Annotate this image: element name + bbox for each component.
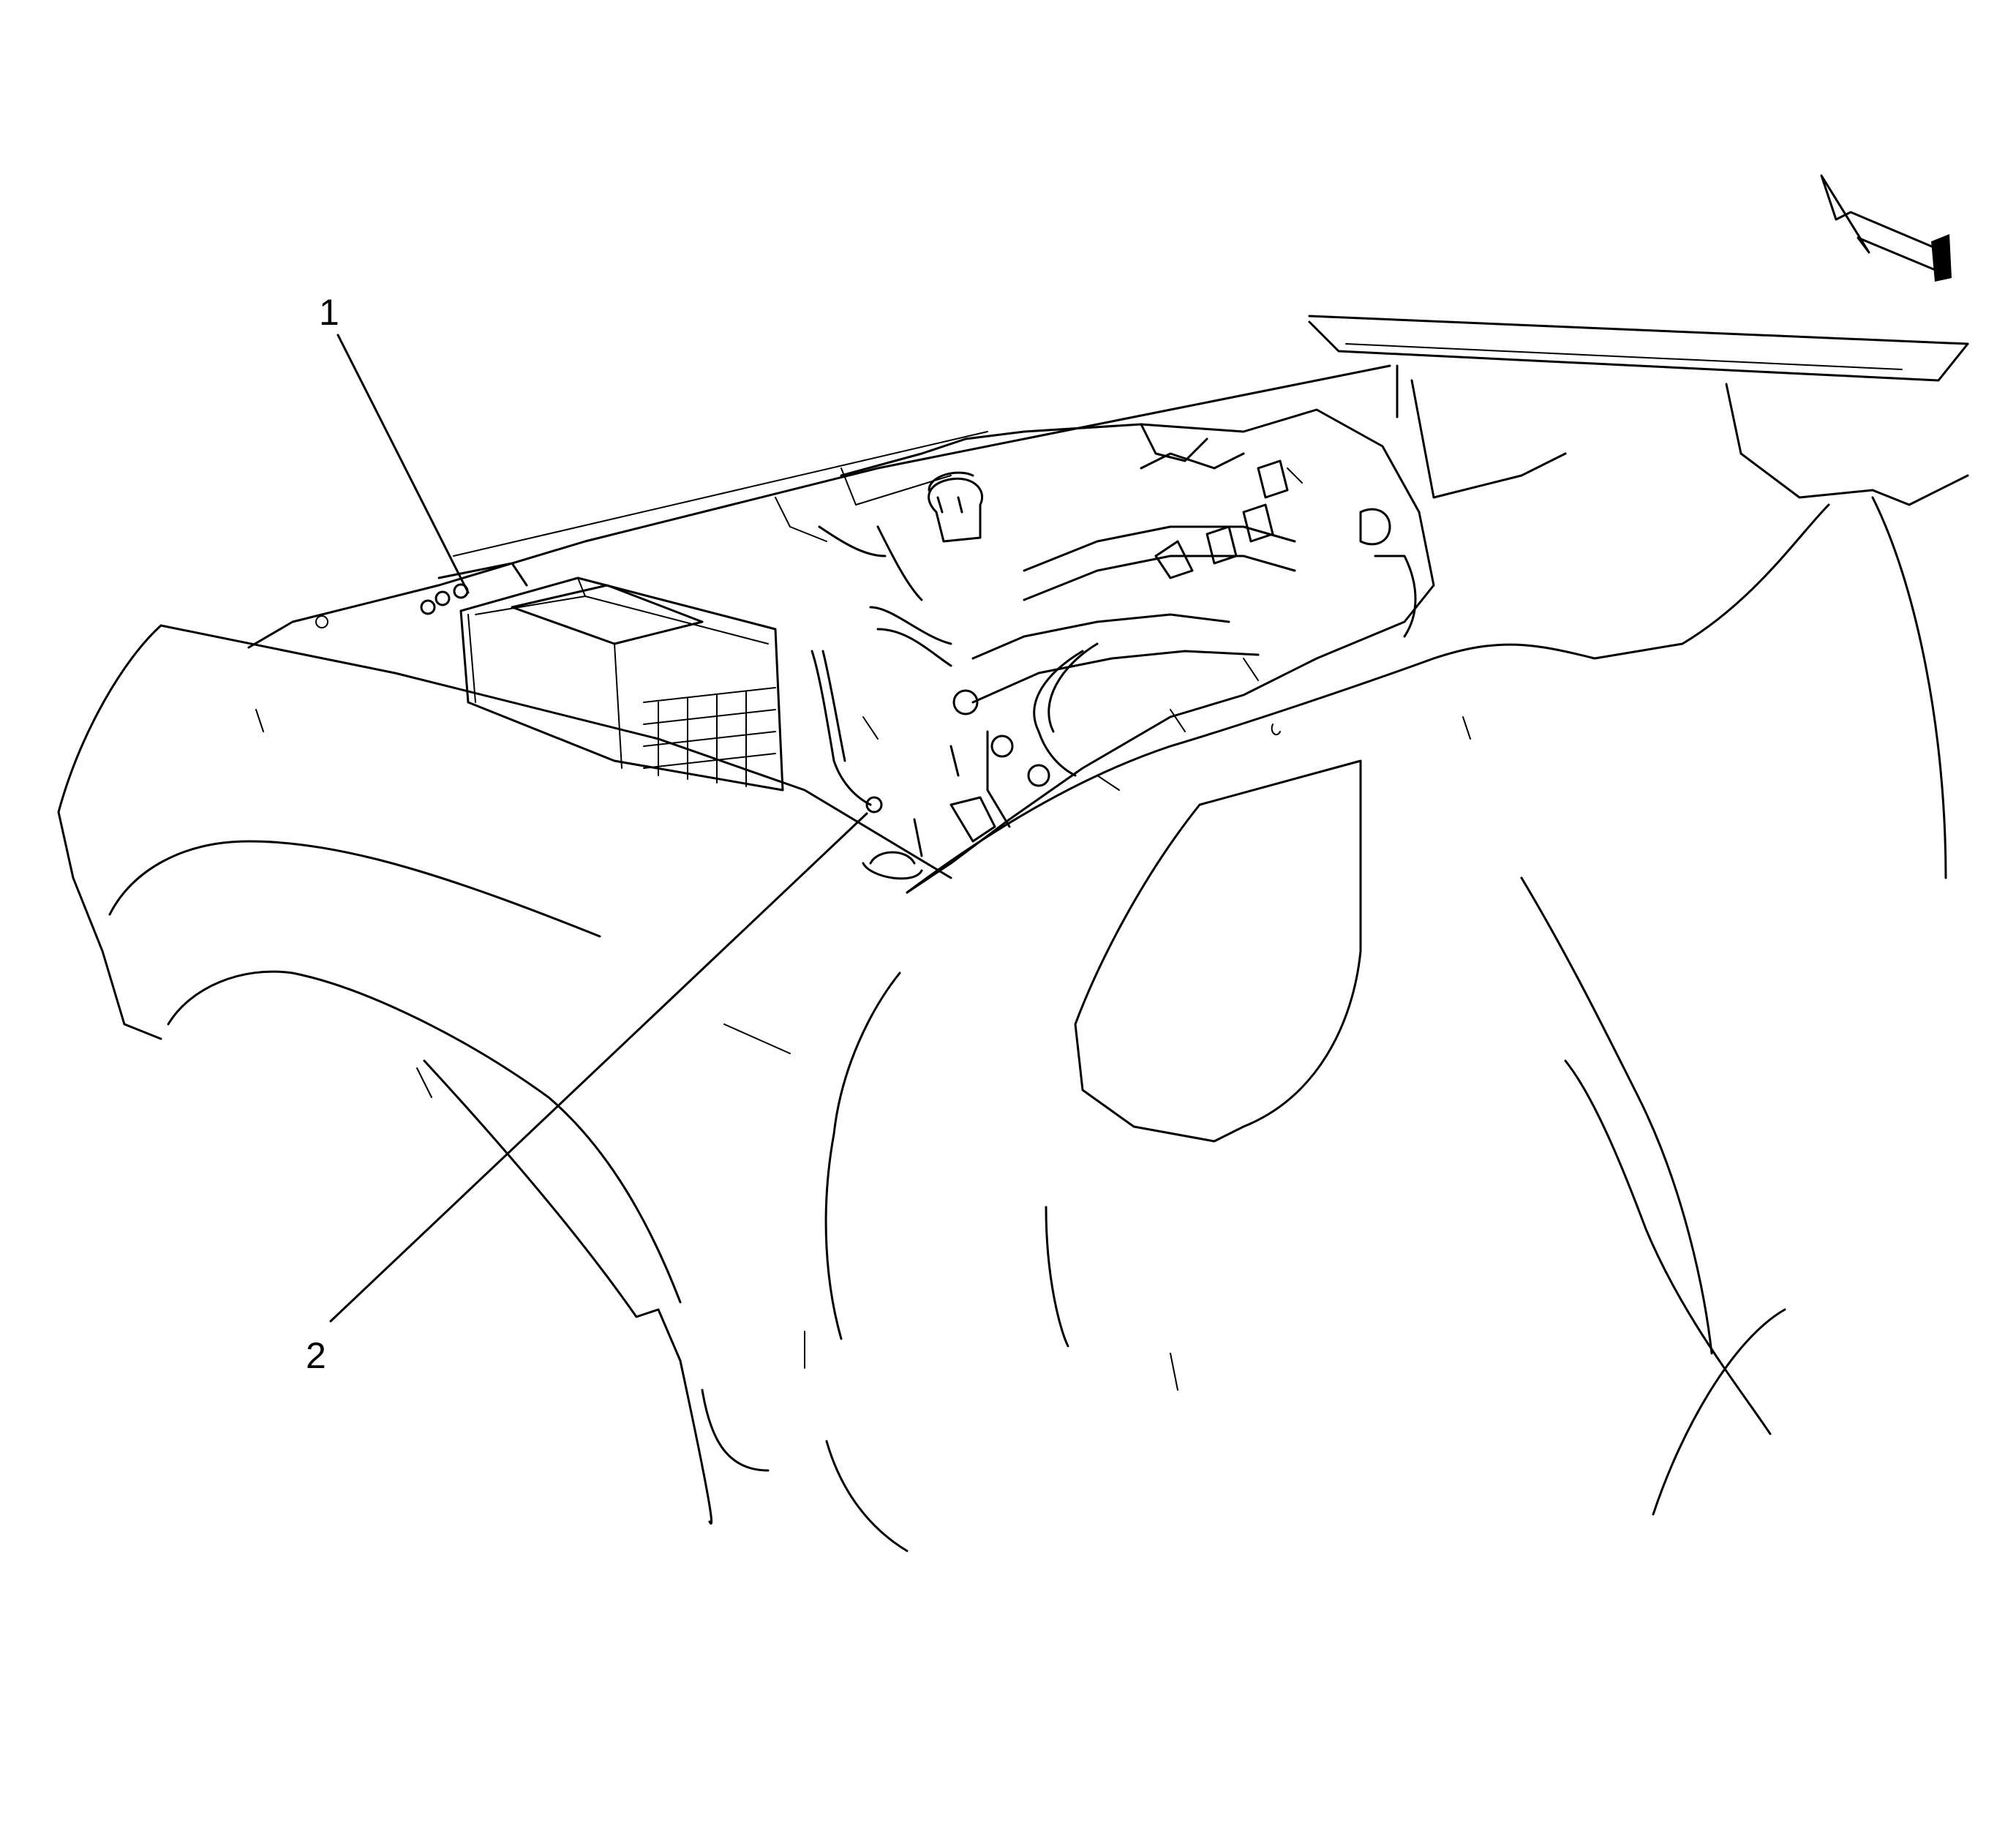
- forward-arrow-icon: [1820, 174, 1952, 282]
- battery: [459, 576, 784, 792]
- right-fender: [804, 496, 1947, 1552]
- callout-label-1: 1: [319, 292, 339, 333]
- hood-opening-outline: [247, 364, 1567, 649]
- left-fender: [57, 624, 952, 1304]
- callout-1-leader-line: [336, 334, 470, 594]
- ground-cable: [810, 650, 883, 814]
- left-tire: [423, 1059, 770, 1525]
- callout-2-leader-line: [329, 812, 868, 1323]
- callout-label-2: 2: [306, 1335, 326, 1376]
- engine: [775, 408, 1435, 894]
- cowl-panel: [1308, 315, 1969, 506]
- battery-tray-fasteners: [315, 583, 469, 628]
